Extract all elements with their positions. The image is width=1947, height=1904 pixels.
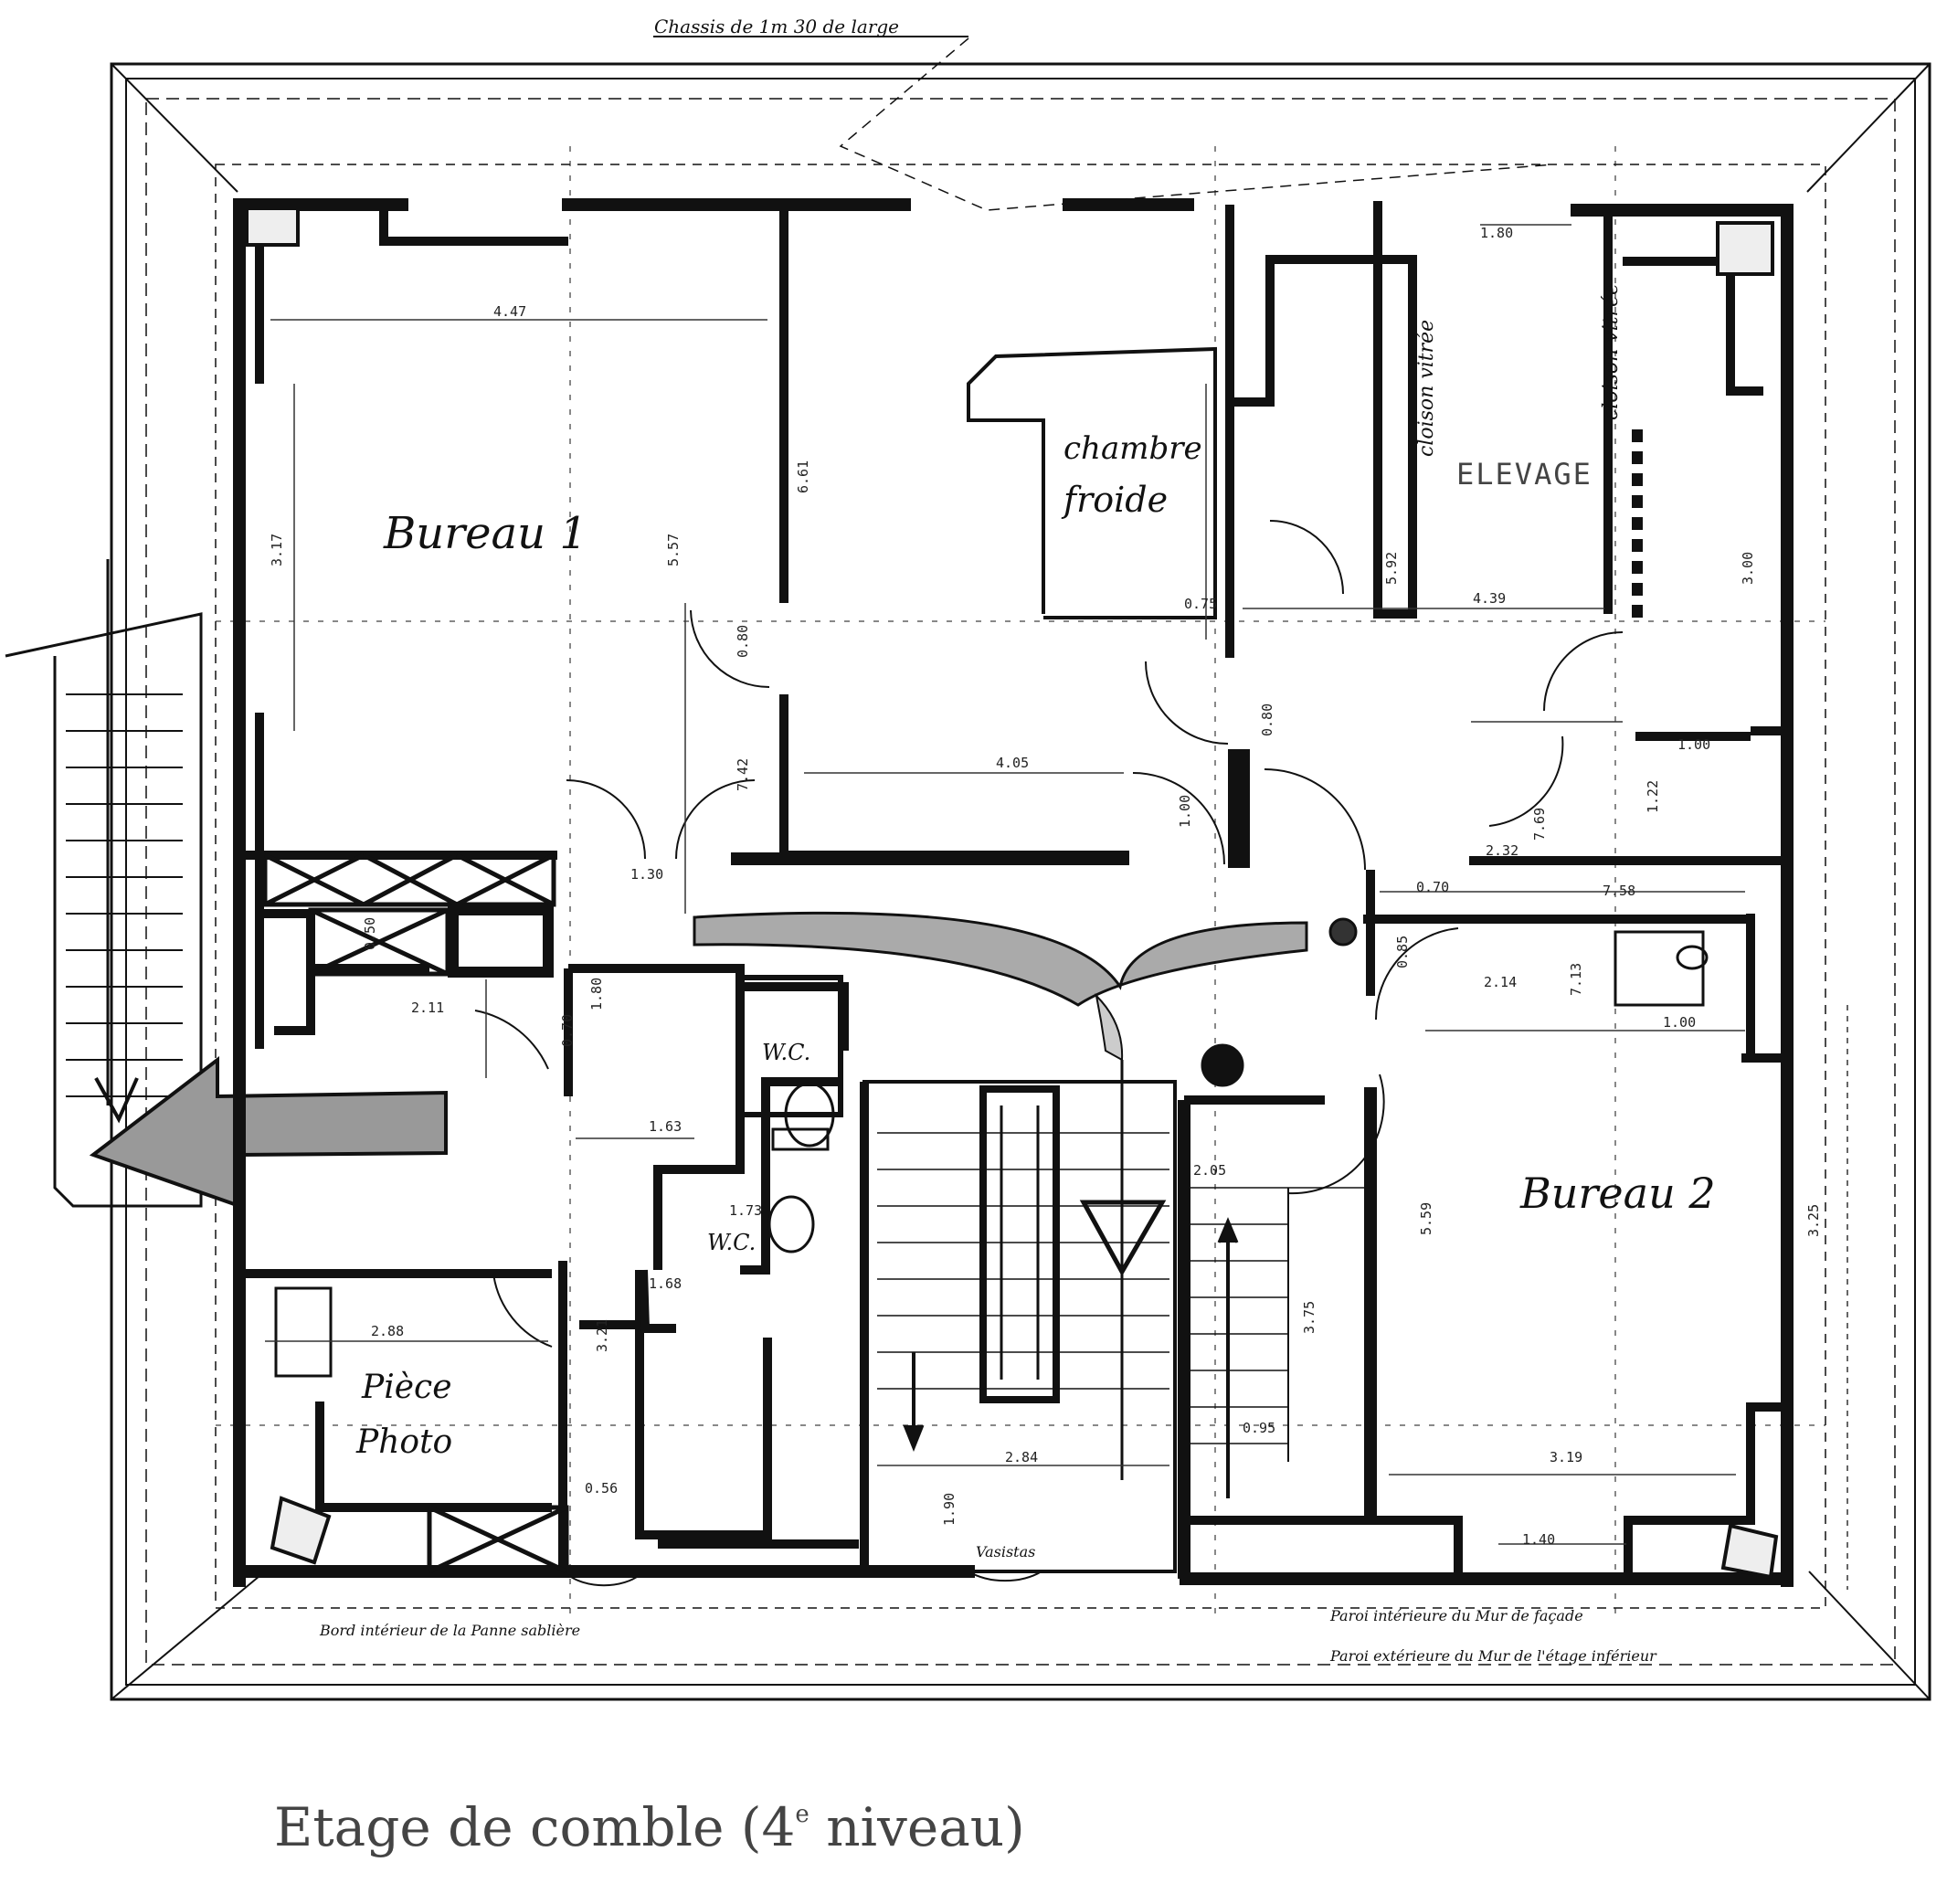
roof-outline xyxy=(110,36,1931,1701)
door-swings xyxy=(474,520,1624,1587)
footer-note-3: Paroi extérieure du Mur de l'étage infér… xyxy=(1329,1647,1657,1665)
dim-163: 1.63 xyxy=(649,1118,682,1135)
dim-447: 4.47 xyxy=(493,303,526,320)
dim-559: 5.59 xyxy=(1418,1202,1434,1235)
dim-769: 7.69 xyxy=(1531,808,1548,841)
dim-080a: 0.80 xyxy=(735,625,751,658)
dim-173: 1.73 xyxy=(729,1202,762,1219)
dim-439: 4.39 xyxy=(1473,590,1506,607)
partition-note-right: cloison vitrée xyxy=(1600,283,1623,420)
room-label-bureau1: Bureau 1 xyxy=(383,508,587,559)
room-label-elevage: ELEVAGE xyxy=(1456,457,1593,492)
dim-056: 0.56 xyxy=(585,1480,618,1497)
dim-661: 6.61 xyxy=(795,460,811,493)
dim-130: 1.30 xyxy=(630,866,663,883)
dim-557: 5.57 xyxy=(665,534,682,566)
dim-080b: 0.80 xyxy=(1259,703,1275,736)
dim-180: 1.80 xyxy=(1480,225,1513,241)
dimension-labels: 4.47 3.17 5.57 6.61 0.80 7.42 4.05 1.00 … xyxy=(269,225,1822,1548)
dim-100c: 1.00 xyxy=(1663,1014,1696,1031)
exit-arrow-icon xyxy=(89,1055,448,1209)
storage-units xyxy=(262,852,569,1574)
caption-superscript: e xyxy=(795,1800,809,1828)
dim-168: 1.68 xyxy=(649,1275,682,1292)
right-staircase xyxy=(1188,1187,1370,1498)
dim-758: 7.58 xyxy=(1603,883,1635,899)
room-label-bureau2: Bureau 2 xyxy=(1519,1169,1716,1218)
dimension-lines xyxy=(265,224,1848,1590)
room-label-chambre-froide-2: froide xyxy=(1061,480,1168,520)
cold-room-outline xyxy=(967,346,1217,619)
dim-300: 3.00 xyxy=(1740,552,1756,585)
dim-405: 4.05 xyxy=(996,755,1029,771)
dim-100a: 1.00 xyxy=(1177,795,1193,828)
dim-288: 2.88 xyxy=(371,1323,404,1339)
dim-713: 7.13 xyxy=(1568,963,1584,996)
dim-075: 0.75 xyxy=(1184,596,1217,612)
dim-284: 2.84 xyxy=(1005,1449,1038,1465)
dim-375: 3.75 xyxy=(1301,1301,1317,1334)
dim-592: 5.92 xyxy=(1383,552,1400,585)
dim-100b: 1.00 xyxy=(1677,736,1710,753)
dim-205: 2.05 xyxy=(1193,1162,1226,1179)
dim-095: 0.95 xyxy=(1243,1420,1275,1436)
exterior-walls xyxy=(233,198,1794,1587)
dim-122: 1.22 xyxy=(1645,780,1661,813)
room-label-wc-lower: W.C. xyxy=(707,1230,756,1255)
exterior-stair xyxy=(5,559,203,1208)
dim-232: 2.32 xyxy=(1486,842,1518,859)
chimney-corners xyxy=(245,206,1779,1580)
partition-note-left: cloison vitrée xyxy=(1415,320,1438,457)
header-note: Chassis de 1m 30 de large xyxy=(654,16,899,37)
dim-325: 3.25 xyxy=(1805,1204,1822,1237)
dim-070b: 0.70 xyxy=(559,1014,576,1047)
dim-214: 2.14 xyxy=(1484,974,1517,990)
caption-text: Etage de comble (4 xyxy=(274,1796,796,1858)
plan-caption: Etage de comble (4e niveau) xyxy=(274,1796,1025,1858)
dim-742: 7.42 xyxy=(735,758,751,791)
footer-note-1: Bord intérieur de la Panne sablière xyxy=(319,1622,580,1639)
flow-arrows xyxy=(693,911,1308,1480)
footer-note-2: Paroi intérieure du Mur de façade xyxy=(1329,1607,1583,1624)
dim-085: 0.85 xyxy=(1394,936,1411,968)
dim-317: 3.17 xyxy=(269,534,285,566)
fixtures xyxy=(274,917,1709,1378)
vasistas-label: Vasistas xyxy=(976,1543,1035,1560)
interior-walls xyxy=(239,201,1787,1579)
dim-321: 3.21 xyxy=(594,1319,610,1352)
dim-180b: 1.80 xyxy=(588,978,605,1010)
dim-050: 0.50 xyxy=(362,917,378,950)
central-staircase xyxy=(862,1080,1177,1573)
room-label-wc-upper: W.C. xyxy=(762,1040,810,1065)
dim-190: 1.90 xyxy=(941,1493,958,1526)
dim-070a: 0.70 xyxy=(1416,879,1449,895)
dim-140: 1.40 xyxy=(1522,1531,1555,1548)
dim-211: 2.11 xyxy=(411,1000,444,1016)
dim-319: 3.19 xyxy=(1550,1449,1582,1465)
caption-suffix: niveau) xyxy=(809,1796,1025,1858)
room-label-piece-photo-1: Pièce xyxy=(361,1369,452,1406)
room-label-piece-photo-2: Photo xyxy=(355,1423,452,1461)
room-label-chambre-froide-1: chambre xyxy=(1063,430,1202,467)
